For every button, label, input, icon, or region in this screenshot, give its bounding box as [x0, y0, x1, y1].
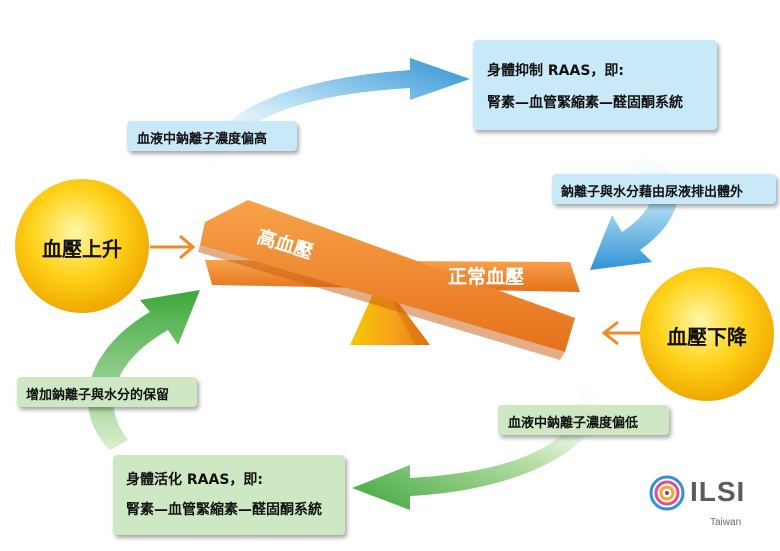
- bp-fall-label: 血壓下降: [667, 325, 747, 349]
- label-high-sodium-box: 血液中鈉離子濃度偏高: [127, 121, 297, 151]
- arrow-into-rise: [150, 234, 196, 260]
- label-retain: 增加鈉離子與水分的保留: [26, 388, 170, 403]
- arrow-retain-to-rise: [87, 290, 200, 450]
- arrow-inhibit-to-normal: [590, 150, 678, 270]
- activate-raas-line2: 腎素—血管緊縮素—醛固酮系統: [126, 502, 322, 518]
- seesaw-plank-high: [200, 200, 575, 352]
- bp-rise-label: 血壓上升: [42, 237, 122, 261]
- inhibit-raas-line1: 身體抑制 RAAS，即:: [487, 63, 625, 79]
- arrow-high-to-inhibit: [200, 58, 470, 172]
- logo-name: ILSI: [690, 476, 746, 507]
- label-high-sodium: 血液中鈉離子濃度偏高: [137, 132, 268, 147]
- inhibit-raas-line2: 腎素—血管緊縮素—醛固酮系統: [487, 95, 683, 111]
- label-retain-box: 增加鈉離子與水分的保留: [17, 377, 197, 407]
- ilsi-logo-icon: [649, 475, 685, 511]
- label-low-sodium: 血液中鈉離子濃度偏低: [508, 416, 639, 431]
- logo-region: Taiwan: [710, 517, 742, 528]
- label-excrete: 鈉離子與水分藉由尿液排出體外: [561, 185, 744, 200]
- label-excrete-box: 鈉離子與水分藉由尿液排出體外: [552, 174, 776, 204]
- arrow-low-to-activate: [352, 380, 603, 510]
- activate-raas-line1: 身體活化 RAAS，即:: [126, 472, 264, 488]
- label-low-sodium-box: 血液中鈉離子濃度偏低: [498, 405, 669, 435]
- bp-rise-circle: [15, 179, 149, 313]
- activate-raas-box: 身體活化 RAAS，即: 腎素—血管緊縮素—醛固酮系統: [113, 455, 345, 535]
- bp-fall-circle: [640, 267, 774, 401]
- seesaw-normal-label: 正常血壓: [448, 266, 525, 288]
- inhibit-raas-box: 身體抑制 RAAS，即: 腎素—血管緊縮素—醛固酮系統: [473, 40, 717, 130]
